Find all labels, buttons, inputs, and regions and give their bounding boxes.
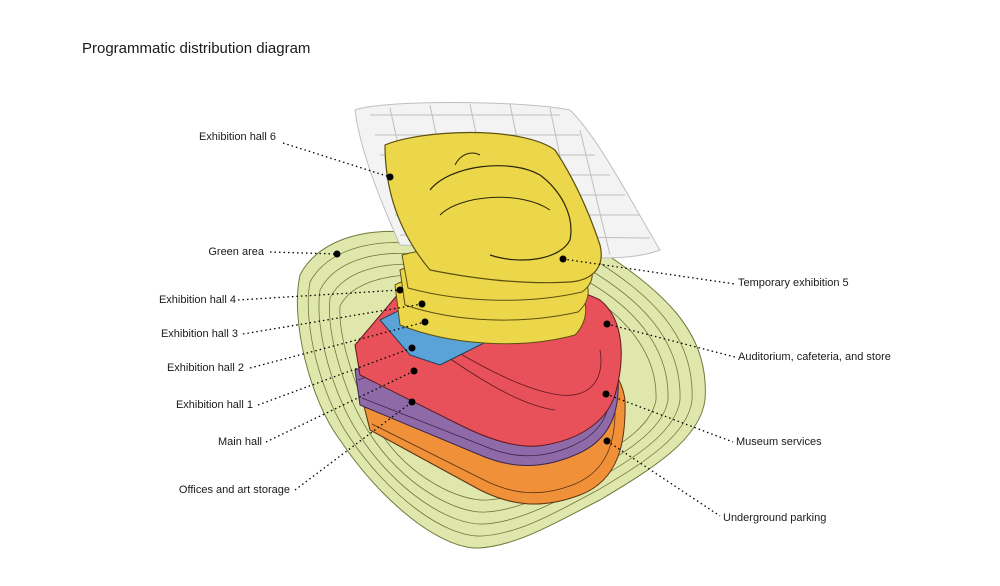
label-exhibition-hall-4: Exhibition hall 4	[158, 294, 236, 306]
leader-underground-parking	[606, 440, 721, 517]
exhibition-hall-6-shape	[384, 131, 602, 284]
marker-exhibition-hall-6	[386, 173, 394, 181]
label-auditorium-cafeteria-store: Auditorium, cafeteria, and store	[738, 351, 891, 363]
label-exhibition-hall-1: Exhibition hall 1	[175, 399, 253, 411]
leader-lines	[237, 142, 736, 517]
leader-exhibition-hall-1	[257, 347, 413, 406]
label-temporary-exhibition-5: Temporary exhibition 5	[738, 277, 849, 289]
leader-main-hall	[265, 370, 415, 443]
marker-auditorium	[603, 320, 611, 328]
label-offices-art-storage: Offices and art storage	[178, 484, 290, 496]
label-exhibition-hall-2: Exhibition hall 2	[166, 362, 244, 374]
label-underground-parking: Underground parking	[723, 512, 827, 524]
leader-temporary-exhibition-5	[562, 258, 736, 285]
marker-offices-art-storage	[408, 398, 416, 406]
label-main-hall: Main hall	[217, 436, 262, 448]
leader-exhibition-hall-4	[237, 289, 401, 301]
leader-museum-services	[605, 393, 734, 443]
marker-underground-parking	[603, 437, 611, 445]
leader-exhibition-hall-3	[242, 303, 423, 335]
leader-exhibition-hall-6	[282, 142, 391, 178]
marker-temporary-exhibition-5	[559, 255, 567, 263]
marker-exhibition-hall-4	[396, 286, 404, 294]
marker-dots	[333, 173, 611, 445]
marker-main-hall	[410, 367, 418, 375]
marker-exhibition-hall-2	[421, 318, 429, 326]
label-exhibition-hall-3: Exhibition hall 3	[160, 328, 238, 340]
label-green-area: Green area	[208, 246, 264, 258]
leader-offices-art-storage	[294, 401, 413, 491]
label-museum-services: Museum services	[736, 436, 822, 448]
marker-museum-services	[602, 390, 610, 398]
marker-exhibition-hall-3	[418, 300, 426, 308]
diagram-title: Programmatic distribution diagram	[82, 40, 311, 57]
marker-green-area	[333, 250, 341, 258]
label-exhibition-hall-6: Exhibition hall 6	[198, 131, 276, 143]
marker-exhibition-hall-1	[408, 344, 416, 352]
leader-exhibition-hall-2	[249, 321, 426, 369]
